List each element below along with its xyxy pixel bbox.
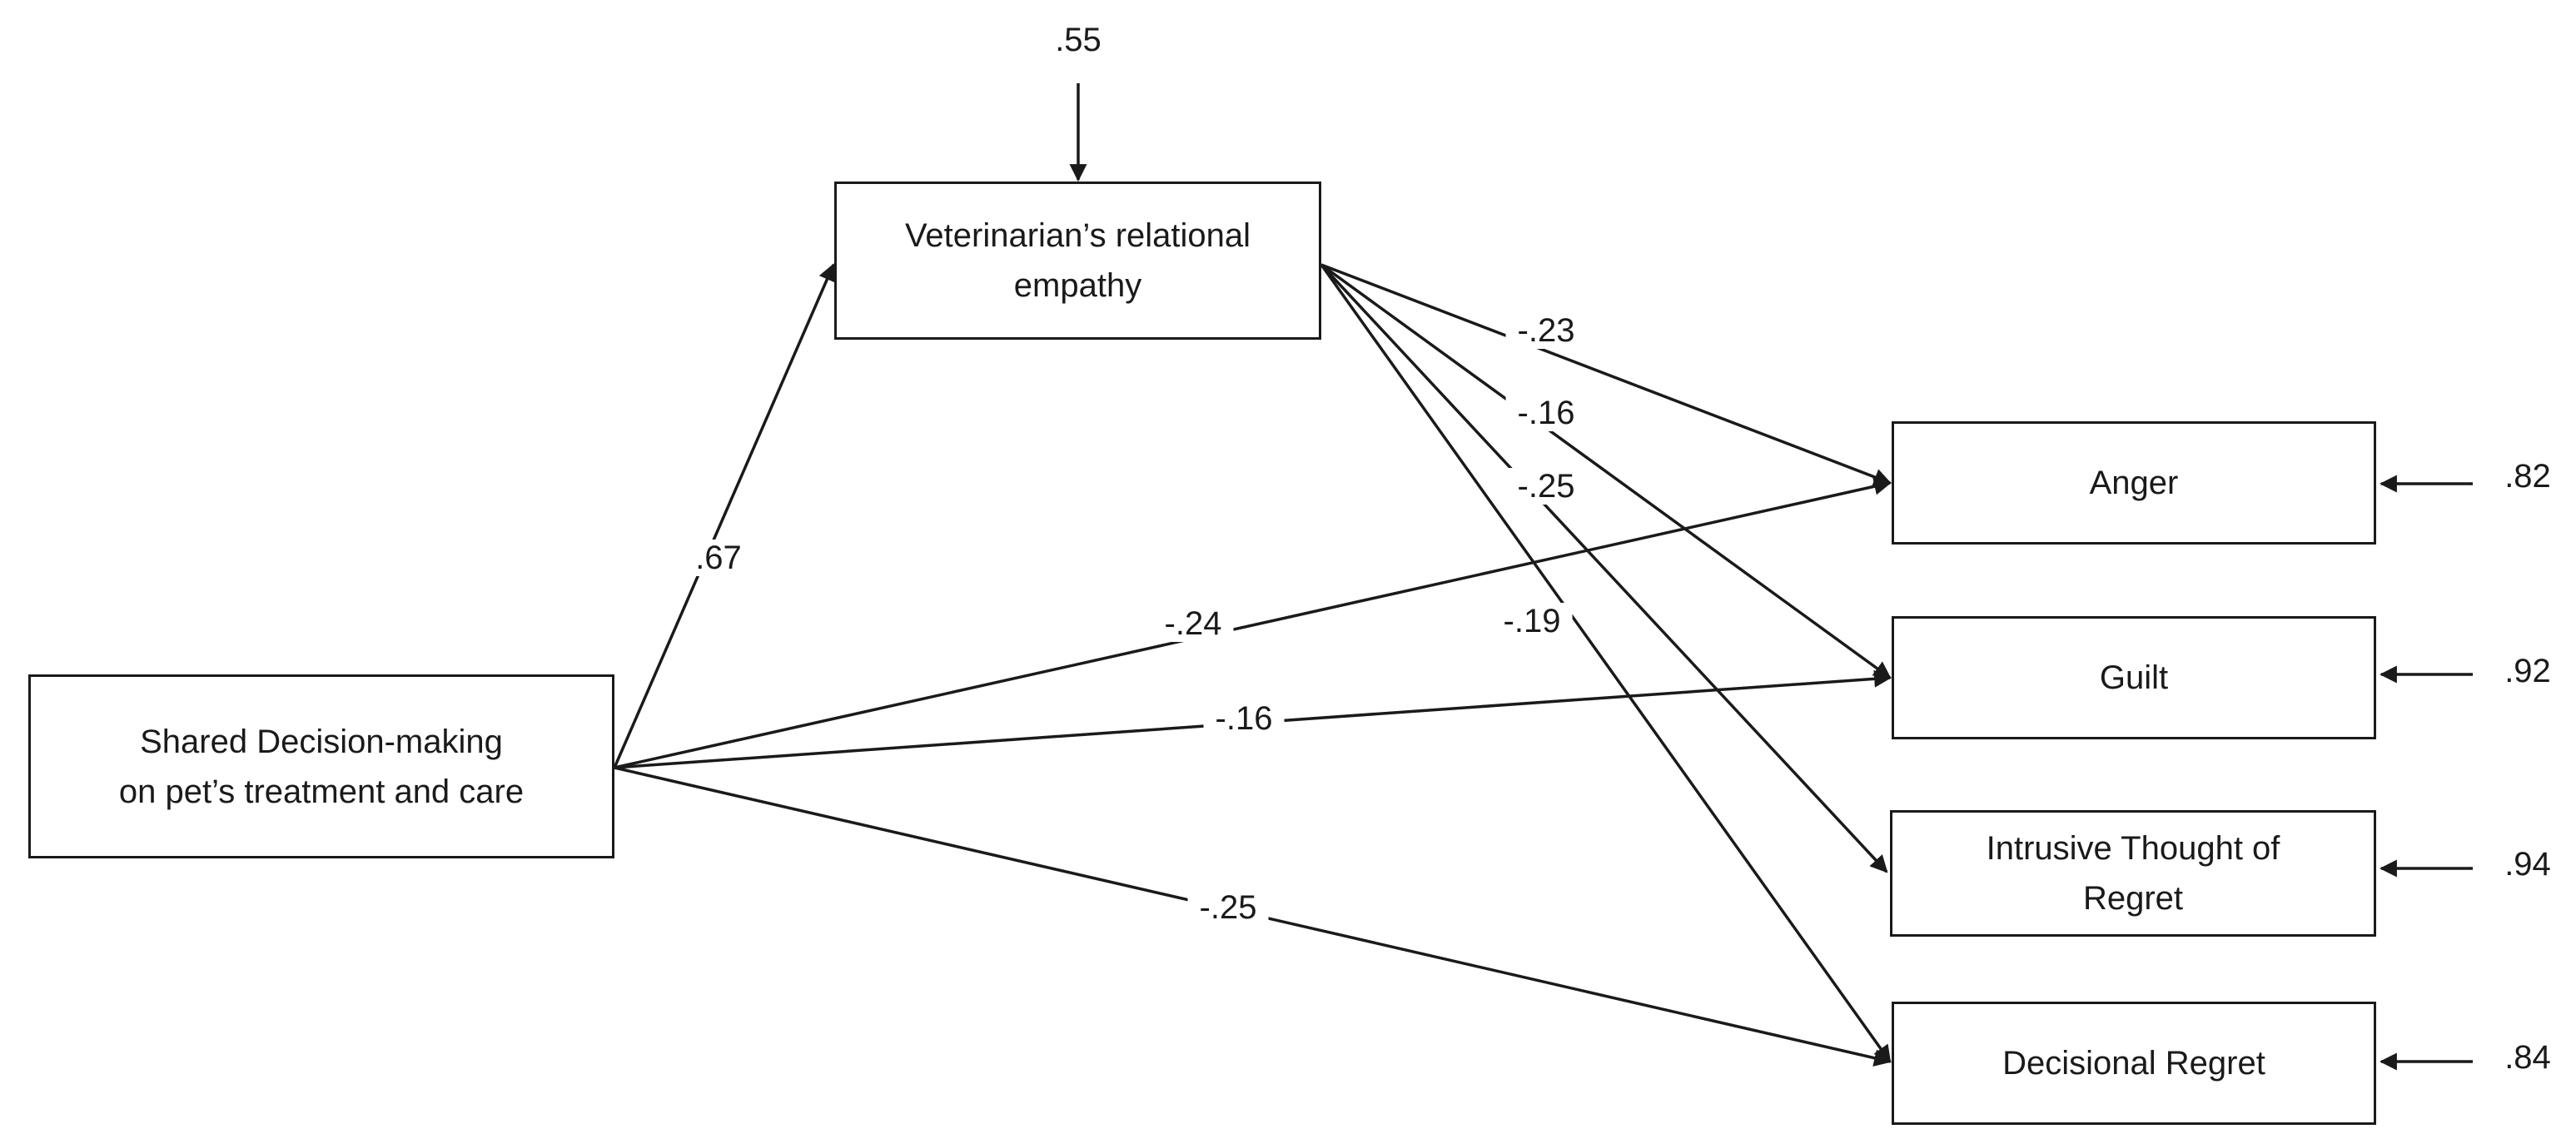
node-guilt-label: Guilt xyxy=(2099,659,2169,696)
residual-guilt: .92 xyxy=(2504,653,2551,689)
residual-regret: .84 xyxy=(2504,1039,2551,1076)
node-anger: Anger xyxy=(1892,421,2376,545)
coef-empathy-to-anger: -.23 xyxy=(1505,312,1587,349)
residual-anger: .82 xyxy=(2504,458,2551,495)
coef-shared-to-empathy: .67 xyxy=(684,540,753,576)
residual-intrusive: .94 xyxy=(2504,846,2551,883)
node-intrusive-line1: Intrusive Thought of xyxy=(1986,830,2280,867)
node-empathy-line2: empathy xyxy=(1013,267,1142,304)
node-decisional-regret: Decisional Regret xyxy=(1892,1002,2376,1125)
node-shared-line2: on pet’s treatment and care xyxy=(118,773,525,810)
arrow-empathy-to-guilt xyxy=(1320,263,1892,679)
arrow-shared-to-empathy xyxy=(613,263,836,768)
coef-empathy-to-intrusive: -.25 xyxy=(1505,468,1587,505)
node-intrusive-thought: Intrusive Thought of Regret xyxy=(1890,810,2376,937)
arrow-empathy-to-intrusive xyxy=(1320,263,1888,873)
node-regret-label: Decisional Regret xyxy=(2002,1045,2265,1082)
node-anger-label: Anger xyxy=(2089,465,2179,501)
arrow-empathy-to-anger xyxy=(1320,263,1892,486)
node-empathy-line1: Veterinarian’s relational xyxy=(904,217,1251,254)
node-veterinarian-empathy: Veterinarian’s relational empathy xyxy=(834,182,1321,340)
coef-empathy-to-regret: -.19 xyxy=(1491,603,1573,639)
node-intrusive-line2: Regret xyxy=(2082,880,2184,917)
coef-shared-to-regret: -.25 xyxy=(1187,889,1269,926)
arrow-empathy-to-regret xyxy=(1320,263,1892,1063)
coef-shared-to-anger: -.24 xyxy=(1152,605,1234,642)
node-guilt: Guilt xyxy=(1892,616,2376,739)
coef-empathy-to-guilt: -.16 xyxy=(1505,395,1587,431)
node-shared-decision-making: Shared Decision-making on pet’s treatmen… xyxy=(28,674,614,858)
node-shared-line1: Shared Decision-making xyxy=(140,723,503,760)
coef-shared-to-guilt: -.16 xyxy=(1203,700,1285,737)
residual-empathy: .55 xyxy=(1055,22,1102,58)
arrow-shared-to-anger xyxy=(614,477,1892,769)
